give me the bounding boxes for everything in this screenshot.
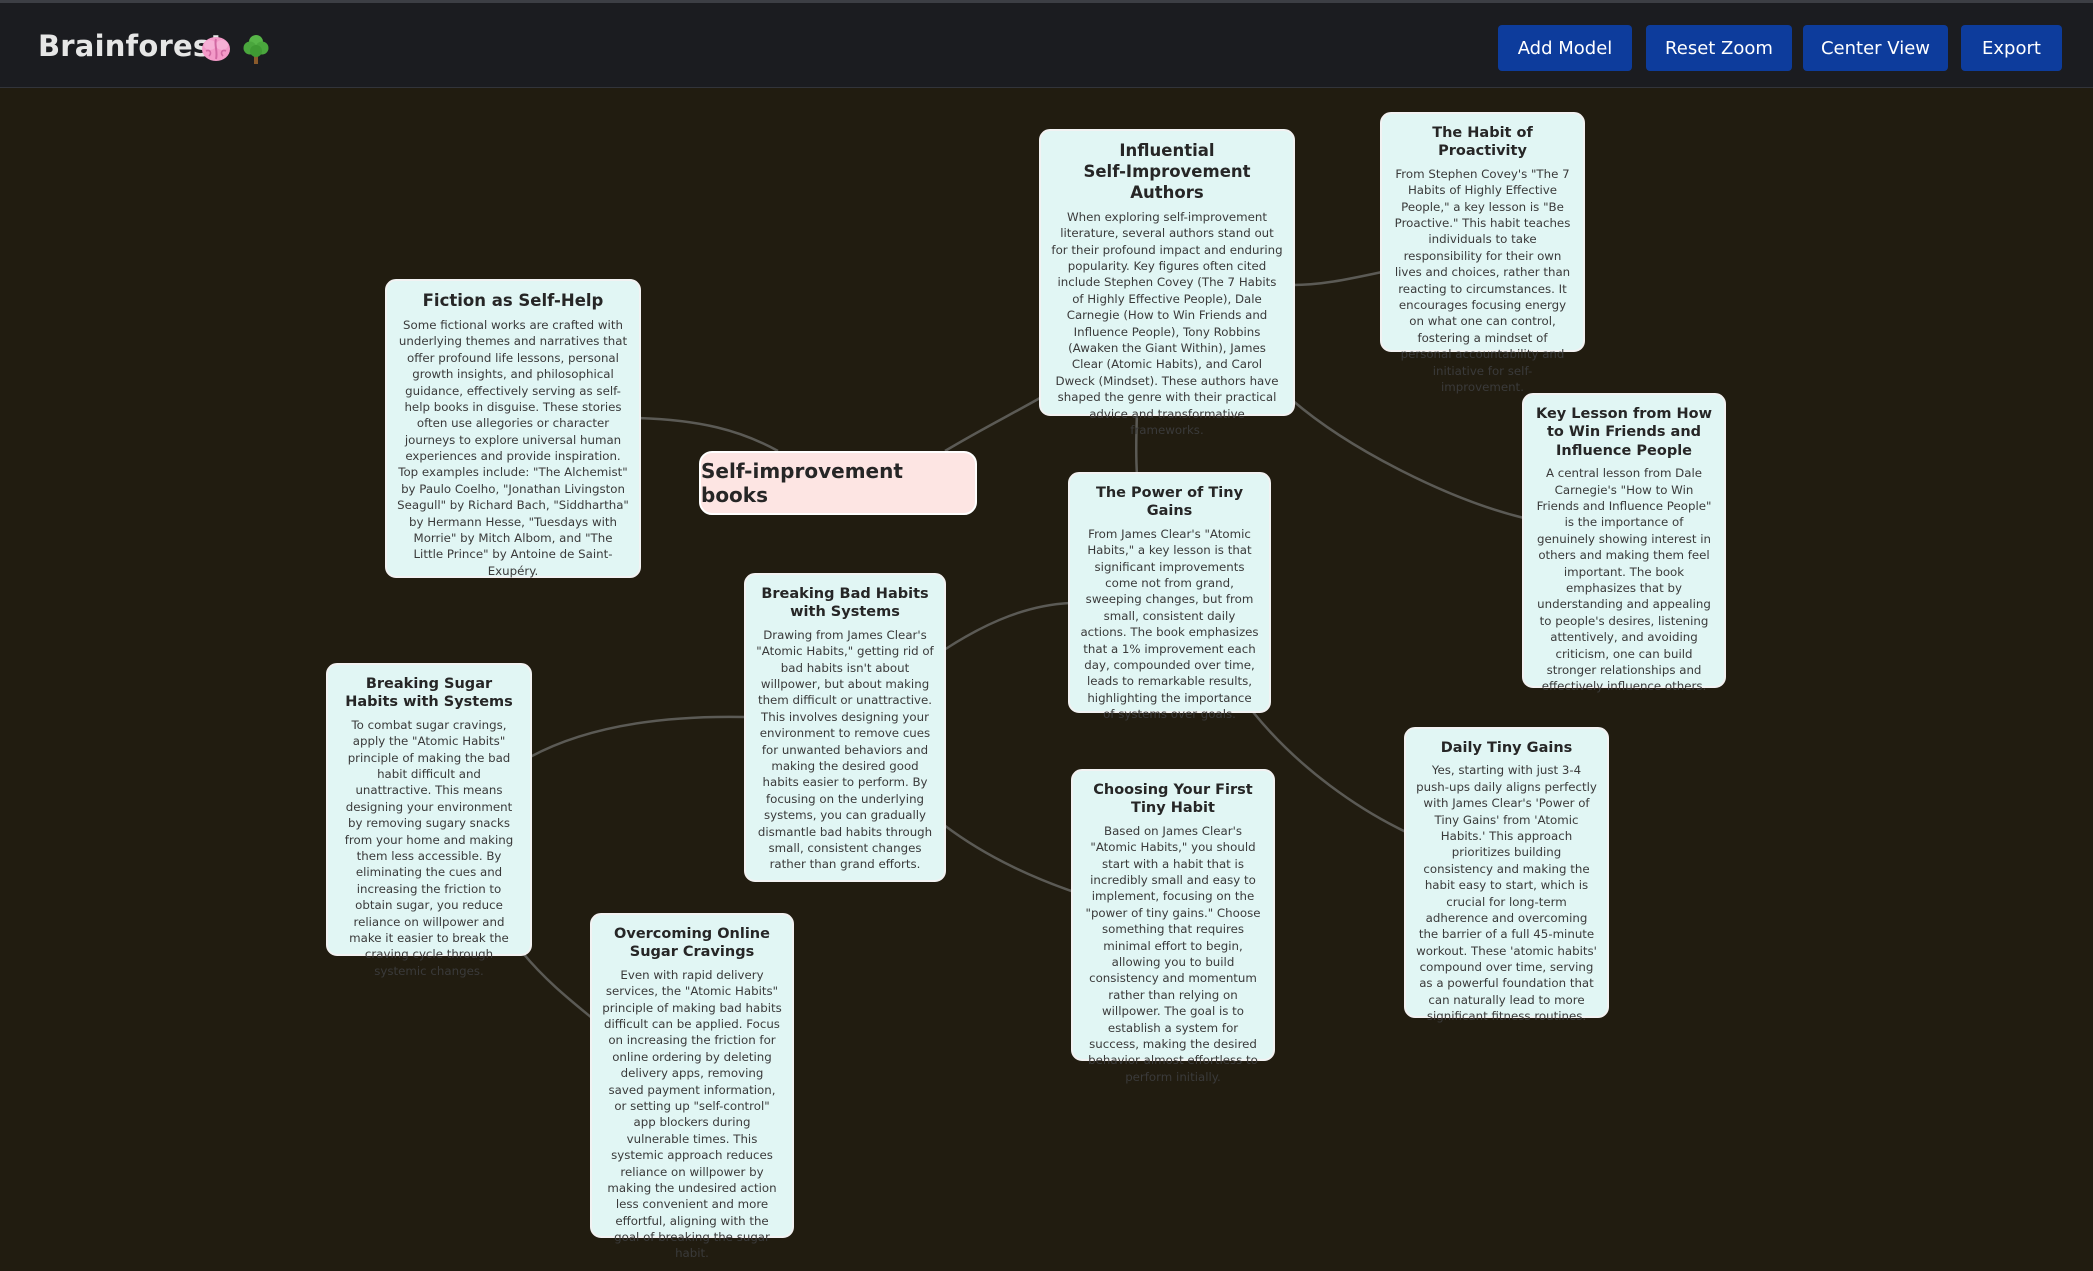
edge-badhabits-firsttiny bbox=[943, 824, 1075, 894]
tree-icon bbox=[243, 35, 269, 64]
node-title: The Habit of Proactivity bbox=[1432, 125, 1533, 160]
node-breaking-sugar-habits[interactable]: Breaking Sugar Habits with Systems To co… bbox=[326, 663, 532, 978]
brand-icons bbox=[200, 33, 270, 65]
node-body: To combat sugar cravings, apply the "Ato… bbox=[344, 717, 514, 978]
node-body: When exploring self-improvement literatu… bbox=[1051, 209, 1283, 437]
node-body: A central lesson from Dale Carnegie's "H… bbox=[1536, 466, 1712, 694]
app-title: Brainforest bbox=[38, 29, 225, 63]
brain-icon bbox=[202, 37, 230, 61]
edge-layer bbox=[521, 270, 1525, 1019]
node-habit-of-proactivity[interactable]: The Habit of Proactivity From Stephen Co… bbox=[1380, 112, 1585, 394]
add-model-button[interactable]: Add Model bbox=[1498, 25, 1632, 71]
top-bar: Brainforest Add Model Reset Zoom Center … bbox=[0, 0, 2093, 88]
edge-badhabits-sugar bbox=[529, 715, 747, 759]
node-influential-authors[interactable]: Influential Self-Improvement Authors Whe… bbox=[1039, 129, 1295, 437]
node-key-lesson-carnegie[interactable]: Key Lesson from How to Win Friends and I… bbox=[1522, 393, 1726, 693]
export-button[interactable]: Export bbox=[1961, 25, 2062, 71]
root-node[interactable]: Self-improvement books bbox=[699, 451, 977, 515]
node-body: Yes, starting with just 3-4 push-ups dai… bbox=[1416, 763, 1597, 1024]
node-daily-tiny-gains[interactable]: Daily Tiny Gains Yes, starting with just… bbox=[1404, 727, 1609, 1023]
node-body: Drawing from James Clear's "Atomic Habit… bbox=[756, 627, 934, 872]
node-power-of-tiny-gains[interactable]: The Power of Tiny Gains From James Clear… bbox=[1068, 472, 1271, 721]
node-title: Breaking Sugar Habits with Systems bbox=[345, 676, 513, 711]
node-online-sugar-cravings[interactable]: Overcoming Online Sugar Cravings Even wi… bbox=[590, 913, 794, 1260]
edge-authors-proactivity bbox=[1291, 270, 1383, 287]
edge-root-authors bbox=[944, 396, 1041, 453]
node-title: Overcoming Online Sugar Cravings bbox=[614, 926, 770, 961]
node-choosing-first-tiny-habit[interactable]: Choosing Your First Tiny Habit Based on … bbox=[1071, 769, 1275, 1084]
node-breaking-bad-habits[interactable]: Breaking Bad Habits with Systems Drawing… bbox=[744, 573, 946, 882]
node-title: Fiction as Self-Help bbox=[422, 291, 604, 310]
node-title: Breaking Bad Habits with Systems bbox=[761, 586, 929, 621]
node-body: From Stephen Covey's "The 7 Habits of Hi… bbox=[1394, 166, 1571, 394]
node-body: From James Clear's "Atomic Habits," a ke… bbox=[1080, 526, 1259, 722]
edge-authors-tinygains bbox=[1135, 412, 1139, 476]
node-fiction-as-self-help[interactable]: Fiction as Self-Help Some fictional work… bbox=[385, 279, 641, 578]
edge-tinygains-daily bbox=[1252, 711, 1407, 834]
edge-sugar-online bbox=[521, 951, 593, 1019]
node-title: Choosing Your First Tiny Habit bbox=[1093, 782, 1253, 817]
node-title: Daily Tiny Gains bbox=[1440, 740, 1573, 756]
edge-badhabits-tinygains bbox=[943, 601, 1071, 652]
edge-authors-carnegie bbox=[1291, 399, 1525, 520]
node-body: Some fictional works are crafted with un… bbox=[397, 317, 629, 578]
node-title: Key Lesson from How to Win Friends and I… bbox=[1535, 406, 1713, 459]
node-body: Based on James Clear's "Atomic Habits," … bbox=[1085, 823, 1261, 1084]
node-title: Influential Self-Improvement Authors bbox=[1083, 141, 1251, 202]
edge-root-fiction bbox=[637, 416, 779, 453]
node-body: Even with rapid delivery services, the "… bbox=[602, 967, 782, 1261]
center-view-button[interactable]: Center View bbox=[1803, 25, 1948, 71]
node-title: The Power of Tiny Gains bbox=[1095, 485, 1244, 520]
reset-zoom-button[interactable]: Reset Zoom bbox=[1646, 25, 1792, 71]
